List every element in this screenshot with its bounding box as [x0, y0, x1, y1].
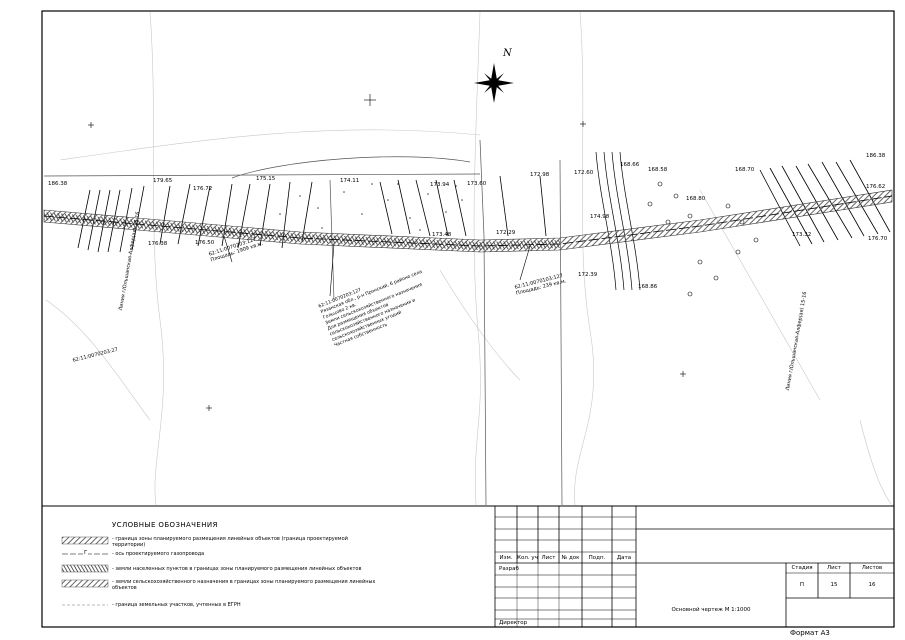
elevation-label: 168.80 — [686, 196, 706, 202]
elevation-label: 174.11 — [340, 178, 360, 184]
title-block-grid — [494, 506, 894, 627]
legend-swatch-zone — [61, 536, 109, 545]
elevation-label: 172.29 — [496, 230, 516, 236]
ravine — [595, 151, 641, 291]
elevation-label: 168.66 — [620, 162, 640, 168]
tb-header-count: Кол. уч — [517, 555, 538, 561]
elevation-label: 172.39 — [578, 272, 598, 278]
elevation-label: 173.94 — [430, 182, 450, 188]
legend-item-settlement: - земли населенных пунктов в границах зо… — [112, 566, 362, 572]
elevation-label: 176.50 — [195, 240, 215, 246]
elevation-label: 186.38 — [48, 181, 68, 187]
tb-sheets: 16 — [868, 582, 876, 588]
elevation-label: 168.70 — [735, 167, 755, 173]
north-arrow-icon — [474, 63, 514, 103]
tb-director: Директор — [499, 620, 528, 626]
legend-item-axis: - ось проектируемого газопровода — [112, 551, 205, 557]
elevation-label: 173.60 — [467, 181, 487, 187]
north-label: N — [503, 48, 512, 59]
settlement-land-dots — [279, 183, 463, 231]
tb-sheet-header: Лист — [827, 565, 841, 571]
format-label: Формат А3 — [790, 629, 830, 637]
elevation-label: 176.62 — [866, 184, 886, 190]
settlement-zone-band — [44, 212, 560, 250]
tb-sheet: 15 — [830, 582, 838, 588]
tb-header-change: Изм. — [499, 555, 513, 561]
legend-swatch-agri — [61, 579, 109, 588]
legend-gas-symbol: Г — [83, 550, 89, 556]
elevation-label: 173.32 — [792, 232, 812, 238]
elevation-label: 176.38 — [148, 241, 168, 247]
elevation-label: 186.38 — [866, 153, 886, 159]
elevation-label: 176.70 — [868, 236, 888, 242]
tb-developed: Разраб — [499, 566, 519, 572]
tb-drawing-name: Основной чертеж М 1:1000 — [671, 607, 751, 613]
legend-swatch-settlement — [61, 564, 109, 573]
background-contours — [45, 11, 893, 506]
tb-stage: П — [799, 582, 805, 588]
gas-pipeline-axis — [43, 195, 893, 247]
elevation-label: 176.72 — [193, 186, 213, 192]
elevation-label: 168.58 — [648, 167, 668, 173]
leader-lines — [223, 235, 531, 297]
elevation-label: 173.48 — [432, 232, 452, 238]
elevation-label: 172.60 — [574, 170, 594, 176]
tb-stage-header: Стадия — [791, 565, 813, 571]
tb-header-sign: Подп. — [588, 555, 606, 561]
tb-header-doc: № док — [561, 555, 580, 561]
tb-sheets-header: Листов — [861, 565, 883, 571]
survey-crosses — [88, 94, 686, 411]
legend-item-agri: - земли сельскохозяйственного назначения… — [112, 579, 376, 591]
legend-item-parcel: - граница земельных участков, учтенных в… — [112, 602, 241, 608]
sheet-frame — [41, 10, 895, 628]
legend-title: УСЛОВНЫЕ ОБОЗНАЧЕНИЯ — [112, 521, 218, 529]
elevation-label: 168.86 — [638, 284, 658, 290]
tb-header-sheet: Лист — [541, 555, 556, 561]
elevation-label: 179.65 — [153, 178, 173, 184]
elevation-label: 172.98 — [530, 172, 550, 178]
legend-item-zone: - граница зоны планируемого размещения л… — [112, 536, 348, 548]
parcel-boundaries — [43, 139, 563, 506]
elevation-label: 175.15 — [256, 176, 276, 182]
tb-header-date: Дата — [616, 555, 632, 561]
elevation-label: 174.98 — [590, 214, 610, 220]
